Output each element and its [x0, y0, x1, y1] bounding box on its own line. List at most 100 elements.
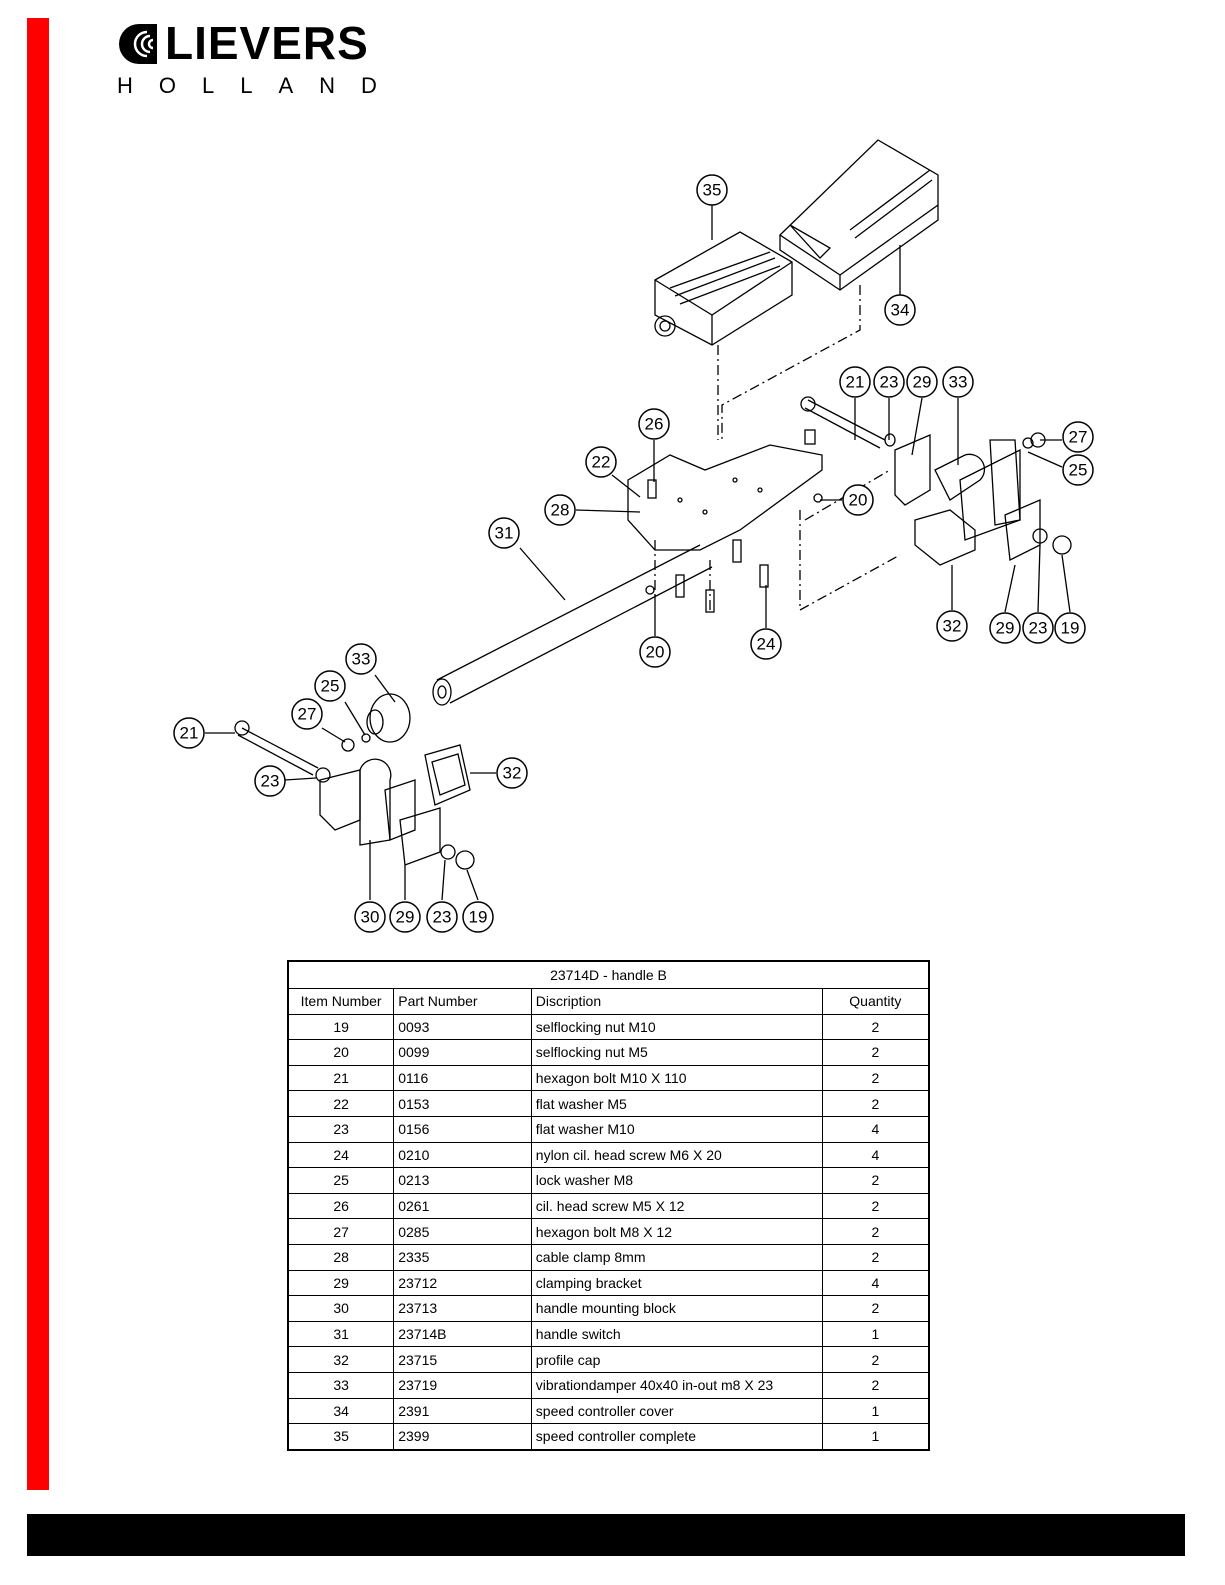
callout-27-left: 27: [298, 705, 317, 724]
item-number-cell: 34: [287, 1397, 395, 1425]
part-number-cell: 2391: [393, 1397, 532, 1425]
item-number-cell: 20: [287, 1039, 395, 1066]
callout-32-right: 32: [943, 617, 962, 636]
part-number-cell: 0156: [393, 1115, 532, 1143]
item-number-cell: 28: [287, 1243, 395, 1271]
exploded-diagram: 35 34 21 23 29 33 27 25 26 22 28 20 31 2…: [173, 139, 1094, 933]
callout-29-left: 29: [396, 908, 415, 927]
part-number-cell: 2335: [393, 1243, 532, 1271]
part-number-cell: 0285: [393, 1218, 532, 1245]
callout-20-center: 20: [646, 643, 665, 662]
part-number-cell: 0093: [393, 1013, 532, 1041]
mounting-plate-part: [627, 444, 823, 551]
part-number-cell: 23712: [393, 1269, 532, 1297]
logo-mark-icon: [119, 24, 157, 64]
controller-part: [654, 231, 793, 346]
quantity-cell: 2: [821, 1064, 930, 1092]
item-number-cell: 30: [287, 1295, 395, 1322]
description-cell: cil. head screw M5 X 12: [530, 1192, 823, 1220]
quantity-cell: 2: [821, 1295, 930, 1322]
item-number-cell: 32: [287, 1346, 395, 1373]
item-number-cell: 35: [287, 1423, 395, 1451]
quantity-cell: 2: [821, 1218, 930, 1245]
right-assembly-part: [800, 396, 1072, 566]
callout-26: 26: [645, 415, 664, 434]
part-number-cell: 23715: [393, 1346, 532, 1373]
callout-34: 34: [891, 301, 910, 320]
callout-27-right: 27: [1069, 428, 1088, 447]
callout-29-right-top: 29: [913, 373, 932, 392]
part-number-cell: 0261: [393, 1192, 532, 1220]
description-cell: cable clamp 8mm: [530, 1243, 823, 1271]
quantity-cell: 1: [821, 1320, 930, 1348]
callout-20-right: 20: [849, 491, 868, 510]
quantity-cell: 2: [821, 1371, 930, 1399]
item-number-cell: 23: [287, 1115, 395, 1143]
callout-21-right: 21: [846, 373, 865, 392]
item-number-cell: 26: [287, 1192, 395, 1220]
quantity-cell: 4: [821, 1115, 930, 1143]
parts-table: 23714D - handle B Item Number Part Numbe…: [287, 960, 930, 1451]
header-item-number: Item Number: [287, 988, 395, 1015]
callout-24: 24: [757, 635, 776, 654]
parts-table-title: 23714D - handle B: [287, 960, 930, 989]
quantity-cell: 4: [821, 1141, 930, 1169]
callout-23-right-bottom: 23: [1029, 619, 1048, 638]
part-number-cell: 23714B: [393, 1320, 532, 1348]
description-cell: handle mounting block: [530, 1295, 823, 1322]
quantity-cell: 2: [821, 1039, 930, 1066]
callout-31: 31: [495, 524, 514, 543]
cover-part: [778, 139, 939, 291]
description-cell: speed controller cover: [530, 1397, 823, 1425]
part-number-cell: 0116: [393, 1064, 532, 1092]
part-number-cell: 0099: [393, 1039, 532, 1066]
part-number-cell: 0213: [393, 1167, 532, 1194]
quantity-cell: 1: [821, 1423, 930, 1451]
description-cell: handle switch: [530, 1320, 823, 1348]
parts-table-header: Item Number Part Number Discription Quan…: [287, 988, 930, 1015]
quantity-cell: 2: [821, 1167, 930, 1194]
description-cell: vibrationdamper 40x40 in-out m8 X 23: [530, 1371, 823, 1399]
callout-19-left: 19: [469, 908, 488, 927]
item-number-cell: 19: [287, 1013, 395, 1041]
quantity-cell: 2: [821, 1090, 930, 1117]
quantity-cell: 4: [821, 1269, 930, 1297]
item-number-cell: 22: [287, 1090, 395, 1117]
callout-33-left: 33: [352, 650, 371, 669]
callout-21-left: 21: [180, 724, 199, 743]
callout-23-right-top: 23: [880, 373, 899, 392]
footer-bar: [27, 1514, 1185, 1556]
description-cell: lock washer M8: [530, 1167, 823, 1194]
part-number-cell: 0210: [393, 1141, 532, 1169]
quantity-cell: 2: [821, 1192, 930, 1220]
left-assembly-part: [234, 693, 475, 870]
brand-name: LIEVERS: [165, 17, 369, 69]
red-side-bar: [27, 18, 49, 1490]
description-cell: flat washer M5: [530, 1090, 823, 1117]
callout-23-left-top: 23: [261, 772, 280, 791]
callout-29-right-bottom: 29: [996, 619, 1015, 638]
header-part-number: Part Number: [393, 988, 532, 1015]
quantity-cell: 2: [821, 1243, 930, 1271]
leader-lines: [205, 205, 1071, 901]
description-cell: clamping bracket: [530, 1269, 823, 1297]
callout-32-left: 32: [503, 764, 522, 783]
brand-sub: HOLLAND: [117, 73, 403, 98]
item-number-cell: 29: [287, 1269, 395, 1297]
part-number-cell: 23719: [393, 1371, 532, 1399]
header-quantity: Quantity: [821, 988, 930, 1015]
part-number-cell: 2399: [393, 1423, 532, 1451]
callout-30: 30: [361, 908, 380, 927]
